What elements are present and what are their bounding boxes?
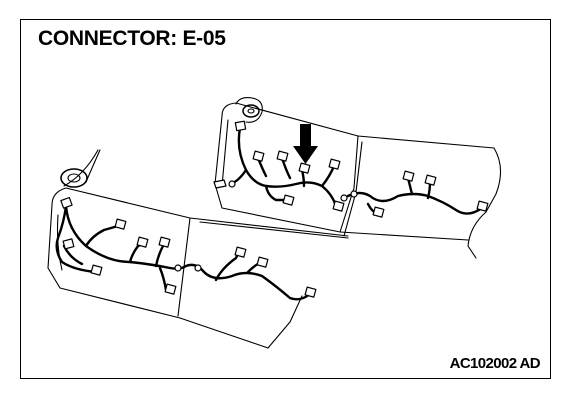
figure-code: AC102002 AD	[449, 355, 541, 372]
diagram-title: CONNECTOR: E-05	[38, 27, 226, 50]
right-door-harness	[228, 126, 484, 216]
right-door-connectors	[213, 120, 489, 218]
right-door-panel	[214, 97, 502, 259]
left-door-harness	[55, 204, 312, 301]
down-arrow-icon	[293, 124, 318, 164]
left-door-connectors	[60, 196, 317, 298]
